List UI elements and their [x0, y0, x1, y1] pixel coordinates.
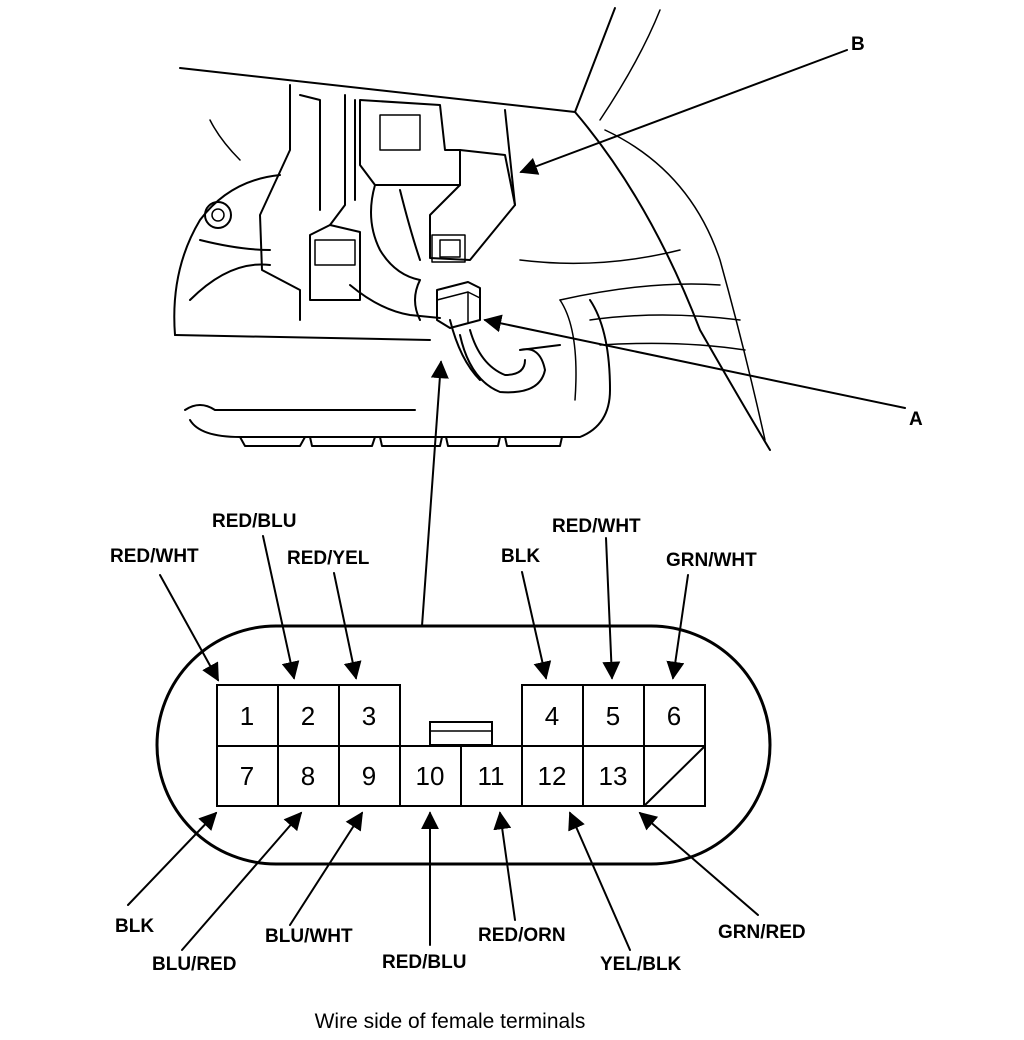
wire-12-label: YEL/BLK	[600, 954, 682, 975]
wire-12-leader	[568, 811, 631, 951]
connector-latch	[429, 721, 493, 746]
terminal-8-number: 8	[301, 761, 315, 791]
wire-2-label: RED/BLU	[212, 511, 296, 532]
wire-8-leader	[181, 811, 303, 951]
vehicle-illustration	[173, 7, 771, 451]
connector-housing	[155, 624, 772, 866]
wire-4-leader	[521, 571, 552, 680]
wire-9-label: BLU/WHT	[265, 926, 353, 947]
terminal-12-cell	[521, 745, 584, 807]
wire-labels: RED/WHT RED/BLU RED/YEL BLK RED/WHT GRN/…	[110, 511, 806, 975]
terminal-4-cell	[521, 684, 584, 747]
wire-3-leader	[333, 572, 362, 680]
callout-b-leader	[519, 49, 848, 175]
wire-9-leader	[289, 811, 363, 926]
wire-3-label: RED/YEL	[287, 548, 370, 569]
terminal-5-number: 5	[606, 701, 620, 731]
terminal-6-number: 6	[667, 701, 681, 731]
terminal-3-number: 3	[362, 701, 376, 731]
wire-5-leader	[602, 537, 621, 680]
terminal-1-cell	[216, 684, 279, 747]
terminal-4-number: 4	[545, 701, 559, 731]
pointer-arrow	[421, 360, 449, 627]
wire-8-label: BLU/RED	[152, 954, 236, 975]
wire-13-label: GRN/RED	[718, 922, 806, 943]
terminal-7-number: 7	[240, 761, 254, 791]
terminal-11-cell	[460, 745, 523, 807]
callout-b-label: B	[851, 34, 865, 55]
terminal-3-cell	[338, 684, 401, 747]
wire-2-leader	[262, 535, 300, 680]
terminal-13-number: 13	[599, 761, 628, 791]
wire-11-label: RED/ORN	[478, 925, 566, 946]
terminal-9-number: 9	[362, 761, 376, 791]
callout-a-leader	[483, 314, 906, 409]
terminal-7-cell	[216, 745, 279, 807]
wire-7-leader	[127, 811, 218, 906]
terminal-10-number: 10	[416, 761, 445, 791]
wire-7-label: BLK	[115, 916, 154, 937]
wire-13-leader	[638, 811, 759, 916]
terminal-cells	[216, 684, 706, 807]
callout-a-label: A	[909, 409, 923, 430]
terminal-1-number: 1	[240, 701, 254, 731]
wire-5-label: RED/WHT	[552, 516, 641, 537]
wire-1-leader	[159, 574, 219, 682]
wire-leaders	[127, 535, 759, 951]
wire-10-label: RED/BLU	[382, 952, 466, 973]
terminal-11-number: 11	[478, 761, 505, 791]
terminal-6-cell	[643, 684, 706, 747]
wire-6-label: GRN/WHT	[666, 550, 757, 571]
wire-6-leader	[666, 574, 689, 680]
empty-cavity-slash	[643, 745, 706, 807]
wire-1-label: RED/WHT	[110, 546, 199, 567]
terminal-2-number: 2	[301, 701, 315, 731]
diagram-caption: Wire side of female terminals	[315, 1010, 586, 1033]
terminal-8-cell	[277, 745, 340, 807]
wire-11-leader	[493, 811, 516, 921]
terminal-12-number: 12	[538, 761, 567, 791]
terminal-9-cell	[338, 745, 401, 807]
wire-4-label: BLK	[501, 546, 540, 567]
terminal-13-cell	[582, 745, 645, 807]
terminal-numbers: 1 2 3 4 5 6 7 8 9 10 11 12 13	[240, 701, 681, 791]
